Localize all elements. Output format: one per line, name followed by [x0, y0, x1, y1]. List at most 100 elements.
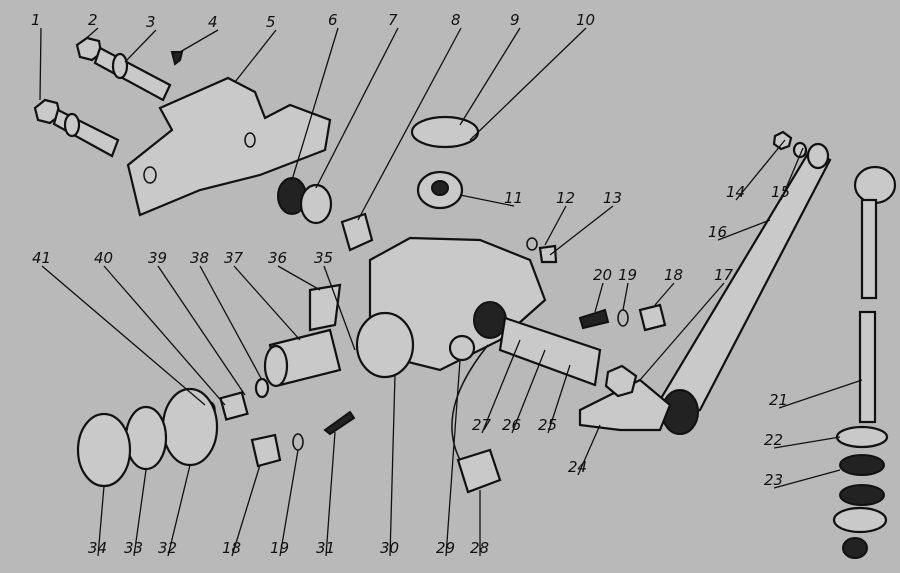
leader-line-25 — [547, 364, 571, 434]
screw-31 — [323, 410, 356, 436]
callout-label-33: 33 — [124, 539, 143, 557]
callout-label-35: 35 — [314, 249, 333, 267]
callout-label-37: 37 — [224, 249, 244, 267]
gasket-32 — [161, 387, 219, 467]
callout-label-29: 29 — [436, 539, 455, 557]
spring-40 — [219, 391, 249, 421]
callout-label-8: 8 — [451, 11, 461, 29]
callout-label-39: 39 — [148, 249, 167, 267]
callout-label-19: 19 — [618, 266, 637, 284]
leader-line-34 — [97, 485, 105, 557]
nut-17 — [604, 364, 638, 398]
leader-line-3 — [124, 29, 157, 63]
leader-line-32 — [167, 464, 191, 557]
leader-line-35 — [323, 265, 356, 351]
leader-line-24 — [577, 424, 601, 476]
leader-line-4 — [179, 29, 219, 53]
leader-line-17 — [639, 282, 725, 381]
cap-22 — [835, 425, 889, 449]
callout-label-22: 22 — [764, 431, 783, 449]
leader-line-14 — [735, 139, 786, 201]
leader-line-7 — [315, 27, 399, 189]
leader-line-11 — [459, 194, 515, 207]
callout-label-41: 41 — [32, 249, 51, 267]
leader-line-13 — [549, 205, 614, 256]
callout-label-40: 40 — [94, 249, 113, 267]
leader-line-27 — [481, 339, 521, 434]
callout-label-11: 11 — [504, 189, 523, 207]
callout-label-20: 20 — [593, 266, 612, 284]
leader-line-41 — [41, 265, 206, 406]
shaft-25 — [498, 316, 602, 387]
callout-label-6: 6 — [328, 11, 338, 29]
callout-label-10: 10 — [576, 11, 595, 29]
callout-label-14: 14 — [726, 183, 745, 201]
leader-line-39 — [157, 265, 246, 396]
leader-line-19 — [279, 449, 299, 557]
callout-label-28: 28 — [470, 539, 489, 557]
callout-label-9: 9 — [510, 11, 520, 29]
washer-15 — [792, 141, 808, 159]
callout-label-23: 23 — [764, 471, 783, 489]
callout-label-26: 26 — [502, 416, 521, 434]
leader-line-29 — [445, 359, 461, 557]
parts-drawing — [33, 36, 897, 559]
pin-4 — [170, 51, 184, 66]
callout-label-16: 16 — [708, 223, 727, 241]
leader-line-31 — [325, 431, 336, 557]
callout-label-18: 18 — [222, 539, 241, 557]
screw-20 — [578, 308, 610, 330]
callout-label-19: 19 — [270, 539, 289, 557]
leader-line-18 — [231, 464, 261, 557]
piston-30 — [355, 311, 415, 379]
washer-7 — [299, 183, 333, 225]
bolt-2 — [75, 36, 172, 102]
leader-line-10 — [469, 27, 587, 141]
plug-18 — [250, 433, 282, 468]
leader-line-22 — [773, 436, 841, 449]
leader-line-12 — [544, 205, 567, 246]
bracket-36 — [308, 283, 342, 332]
callout-label-34: 34 — [88, 539, 107, 557]
bracket-5 — [126, 76, 332, 217]
leader-line-40 — [103, 265, 226, 406]
callout-label-12: 12 — [556, 189, 575, 207]
callout-label-30: 30 — [380, 539, 399, 557]
disc-33 — [124, 405, 168, 471]
callout-label-4: 4 — [208, 13, 218, 31]
leader-line-30 — [389, 374, 396, 557]
leader-line-9 — [459, 27, 521, 126]
leader-line-2 — [81, 27, 99, 43]
callout-label-18: 18 — [664, 266, 683, 284]
callout-label-24: 24 — [568, 458, 587, 476]
cap-9-10 — [410, 115, 480, 149]
leader-line-15 — [780, 147, 804, 201]
washer-39 — [254, 377, 270, 399]
leader-line-21 — [778, 379, 863, 409]
callout-label-5: 5 — [266, 13, 276, 31]
callout-label-17: 17 — [714, 266, 734, 284]
callout-label-13: 13 — [603, 189, 622, 207]
callout-label-25: 25 — [538, 416, 557, 434]
leader-line-37 — [233, 265, 301, 341]
bushing-8 — [340, 212, 374, 252]
callout-label-31: 31 — [316, 539, 335, 557]
bolt-1 — [33, 98, 120, 158]
leader-line-36 — [277, 265, 321, 291]
leader-line-8 — [357, 27, 462, 221]
callout-label-15: 15 — [771, 183, 790, 201]
callout-label-36: 36 — [268, 249, 287, 267]
leader-line-23 — [773, 469, 841, 489]
leader-line-19 — [622, 282, 629, 311]
callout-label-27: 27 — [472, 416, 492, 434]
leader-line-33 — [133, 469, 147, 557]
callout-label-1: 1 — [31, 11, 41, 29]
callout-label-2: 2 — [88, 11, 98, 29]
leader-line-1 — [39, 27, 42, 101]
leader-line-6 — [291, 27, 339, 181]
leader-line-18 — [654, 282, 675, 306]
callout-label-21: 21 — [769, 391, 788, 409]
